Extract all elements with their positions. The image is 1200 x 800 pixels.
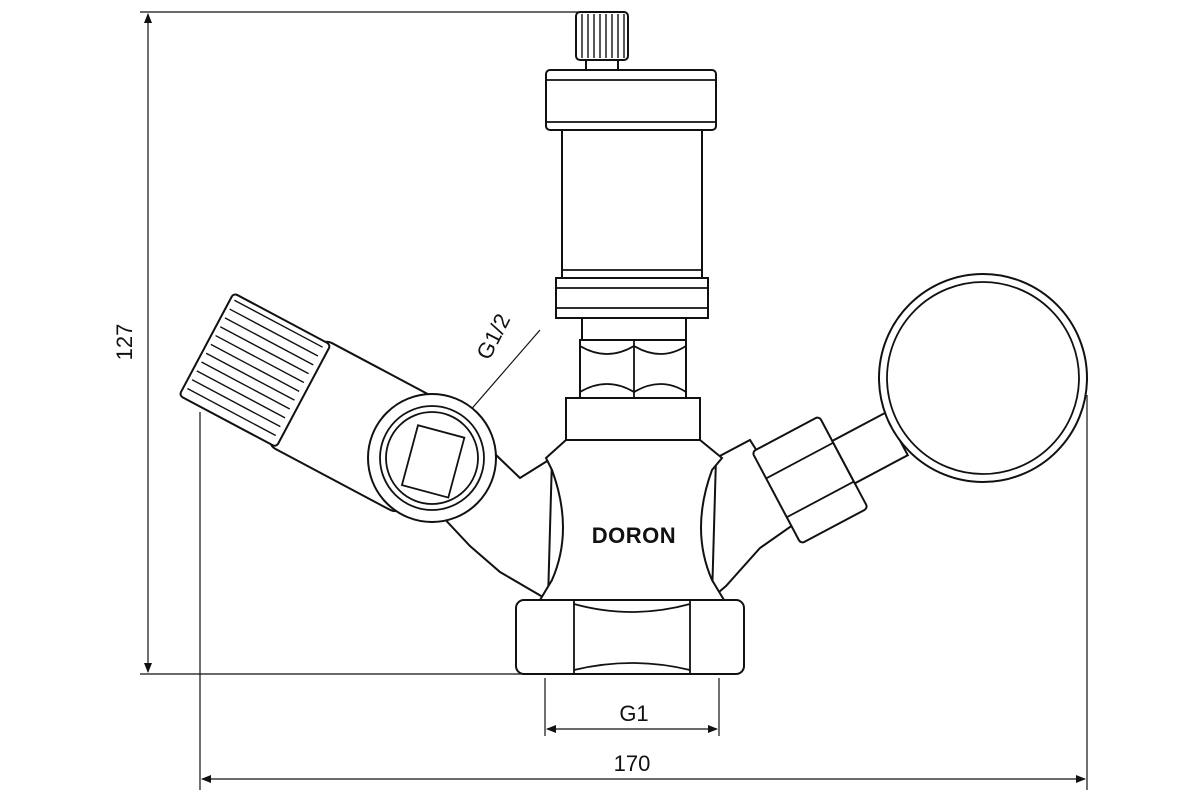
side-outlet bbox=[367, 393, 497, 523]
dimension-connection-bottom-label: G1 bbox=[619, 701, 648, 726]
dimension-height-label: 127 bbox=[112, 324, 137, 361]
vent-knurl bbox=[581, 14, 625, 58]
brand-label: DORON bbox=[592, 523, 676, 548]
air-vent bbox=[545, 11, 717, 399]
dimension-height: 127 bbox=[112, 11, 580, 675]
knurled-cap bbox=[187, 299, 323, 437]
pressure-gauge bbox=[710, 273, 1088, 601]
valve-body: DORON bbox=[515, 397, 745, 675]
dimension-width: 170 bbox=[199, 395, 1088, 790]
gauge-dial bbox=[878, 273, 1088, 483]
dimension-connection-bottom: G1 bbox=[544, 678, 720, 736]
dimension-connection-side-label: G1/2 bbox=[471, 310, 515, 364]
dimension-width-label: 170 bbox=[614, 751, 651, 776]
bottom-union-nut bbox=[515, 599, 745, 675]
safety-valve bbox=[179, 293, 554, 602]
